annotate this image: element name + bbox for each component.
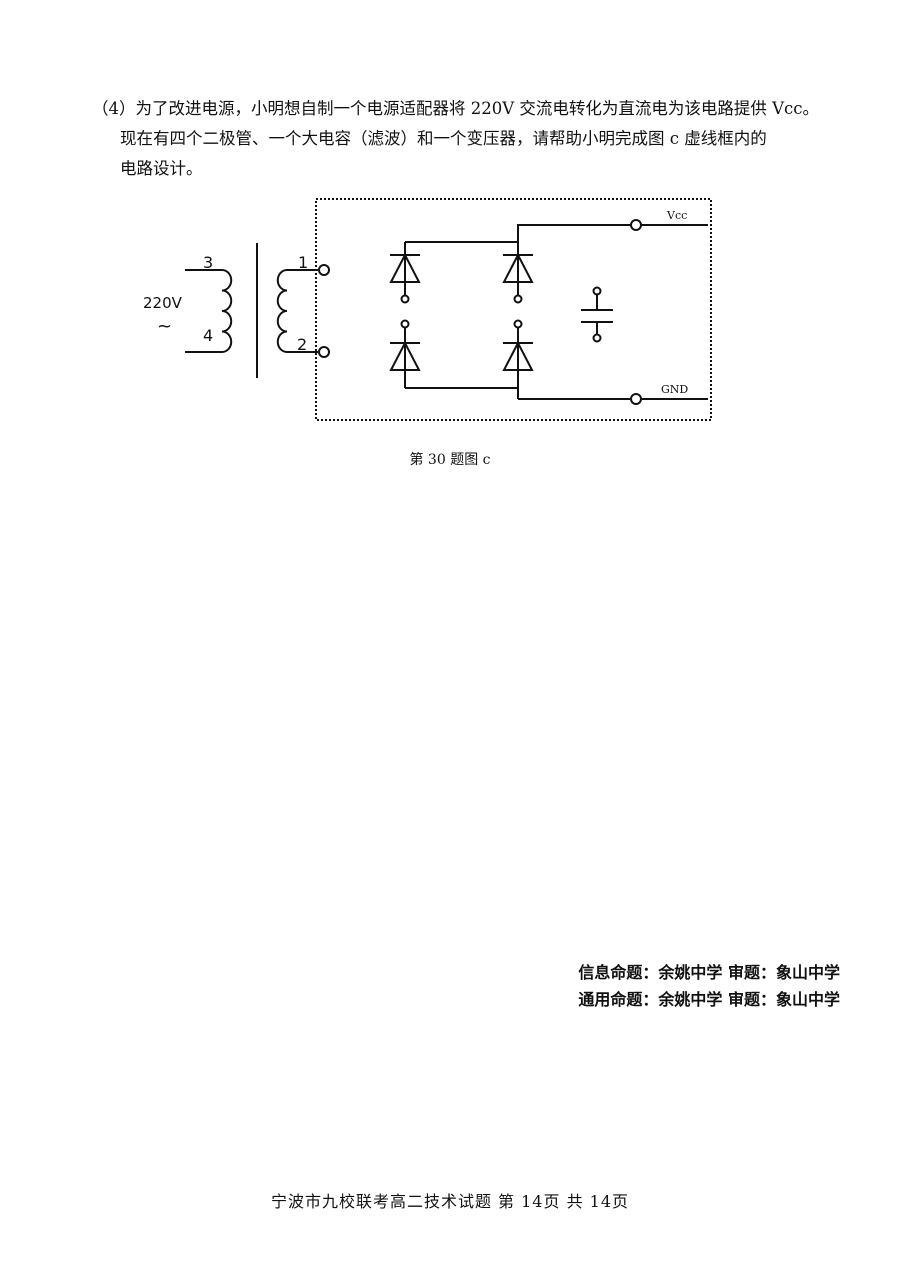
circuit-diagram: 220V ~ 3 4 1 2 Vcc GND [143, 198, 712, 421]
pin-1-label: 1 [298, 253, 308, 272]
question-text: （4）为了改进电源，小明想自制一个电源适配器将 220V 交流电转化为直流电为该… [92, 94, 852, 184]
vcc-wire [405, 224, 632, 243]
transformer-secondary-coil [276, 264, 330, 358]
question-line-3: 电路设计。 [120, 159, 203, 178]
question-line-2: 现在有四个二极管、一个大电容（滤波）和一个变压器，请帮助小明完成图 c 虚线框内… [120, 129, 767, 148]
pin-3-label: 3 [203, 253, 213, 272]
primary-voltage-label: 220V [143, 294, 183, 312]
gnd-wire [405, 387, 632, 400]
vcc-label: Vcc [666, 209, 687, 222]
question-number: （4） [92, 99, 136, 118]
ac-symbol: ~ [157, 316, 172, 337]
page-footer: 宁波市九校联考高二技术试题 第 14页 共 14页 [270, 1192, 630, 1211]
vcc-terminal [630, 219, 642, 231]
dashed-design-box [315, 198, 712, 421]
gnd-label: GND [661, 383, 688, 396]
question-line-1: 为了改进电源，小明想自制一个电源适配器将 220V 交流电转化为直流电为该电路提… [135, 99, 820, 118]
pin-2-label: 2 [297, 335, 307, 354]
pin-4-label: 4 [203, 326, 213, 345]
terminal-1 [318, 264, 330, 276]
transformer-primary-coil [185, 269, 233, 353]
diode-top-left [389, 242, 421, 304]
diode-bottom-left [389, 319, 421, 388]
credit-line-2: 通用命题：余姚中学 审题：象山中学 [578, 990, 840, 1009]
capacitor [581, 286, 613, 343]
credit-line-1: 信息命题：余姚中学 审题：象山中学 [578, 963, 840, 982]
figure-caption: 第 30 题图 c [409, 452, 491, 468]
terminal-2 [318, 346, 330, 358]
diode-top-right [502, 242, 534, 304]
gnd-terminal [630, 393, 642, 405]
